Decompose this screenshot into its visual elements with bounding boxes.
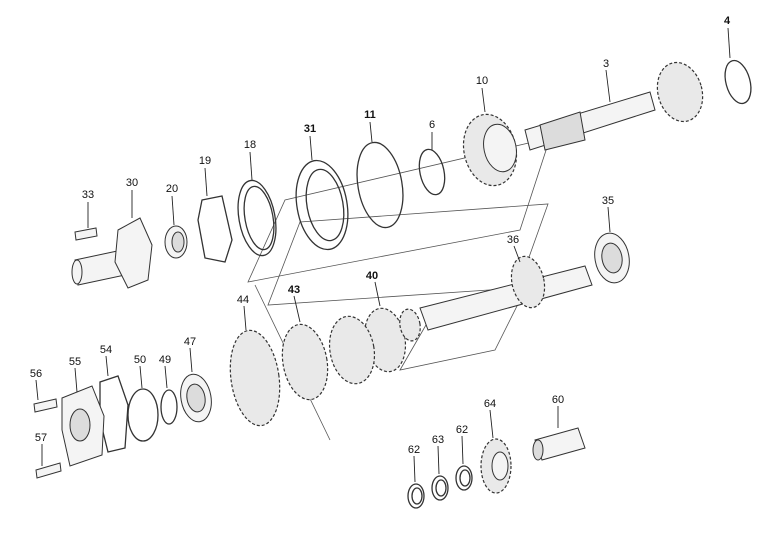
part-35-bearing <box>594 232 630 284</box>
part-60-sleeve <box>532 427 586 461</box>
part-62-ring-right <box>455 465 473 491</box>
label-54: 54 <box>100 344 112 356</box>
part-63-ring <box>431 475 449 501</box>
part-10-gear <box>462 113 518 187</box>
part-43-gear <box>281 323 329 401</box>
label-20: 20 <box>166 183 178 195</box>
label-30: 30 <box>126 177 138 189</box>
part-labels: 4 3 10 6 11 31 18 19 20 30 33 35 36 40 4… <box>30 15 731 456</box>
part-44-large-gear <box>229 329 281 427</box>
label-63: 63 <box>432 434 444 446</box>
part-47-bearing <box>180 373 212 423</box>
part-50-ring <box>127 388 159 442</box>
part-18-ring <box>237 179 277 257</box>
part-56-bolt <box>33 398 58 413</box>
part-40-gear-cluster <box>328 307 421 385</box>
part-33-bolt <box>74 227 98 241</box>
label-19: 19 <box>199 155 211 167</box>
label-44: 44 <box>237 294 249 306</box>
part-4-snap-ring <box>724 59 752 105</box>
part-20-seal <box>164 225 188 259</box>
label-43: 43 <box>288 284 300 296</box>
label-49: 49 <box>159 354 171 366</box>
part-62-ring-left <box>407 483 425 509</box>
part-64-gear <box>480 438 512 494</box>
label-57: 57 <box>35 432 47 444</box>
label-31: 31 <box>304 123 316 135</box>
label-64: 64 <box>484 398 496 410</box>
part-11-shim <box>356 141 404 229</box>
label-35: 35 <box>602 195 614 207</box>
part-57-bolt <box>35 462 62 479</box>
label-10: 10 <box>476 75 488 87</box>
label-62-left: 62 <box>408 444 420 456</box>
label-56: 56 <box>30 368 42 380</box>
label-47: 47 <box>184 336 196 348</box>
label-18: 18 <box>244 139 256 151</box>
part-55-cover <box>61 385 105 467</box>
part-49-ring <box>160 389 178 425</box>
label-33: 33 <box>82 189 94 201</box>
part-3-input-shaft <box>524 61 704 151</box>
leader-lines <box>35 27 731 483</box>
part-6-snap-ring <box>418 148 446 196</box>
label-40: 40 <box>366 270 378 282</box>
part-54-gasket <box>99 375 129 453</box>
part-30-flange-cover <box>71 217 153 289</box>
label-60: 60 <box>552 394 564 406</box>
label-55: 55 <box>69 356 81 368</box>
part-36-countershaft <box>419 255 593 331</box>
label-4: 4 <box>724 15 731 27</box>
part-19-gasket <box>197 195 233 263</box>
label-3: 3 <box>603 58 609 70</box>
label-62-middle: 62 <box>456 424 468 436</box>
label-6: 6 <box>429 119 435 131</box>
label-36: 36 <box>507 234 519 246</box>
label-50: 50 <box>134 354 146 366</box>
part-31-ring <box>295 159 349 251</box>
label-11: 11 <box>364 109 376 121</box>
